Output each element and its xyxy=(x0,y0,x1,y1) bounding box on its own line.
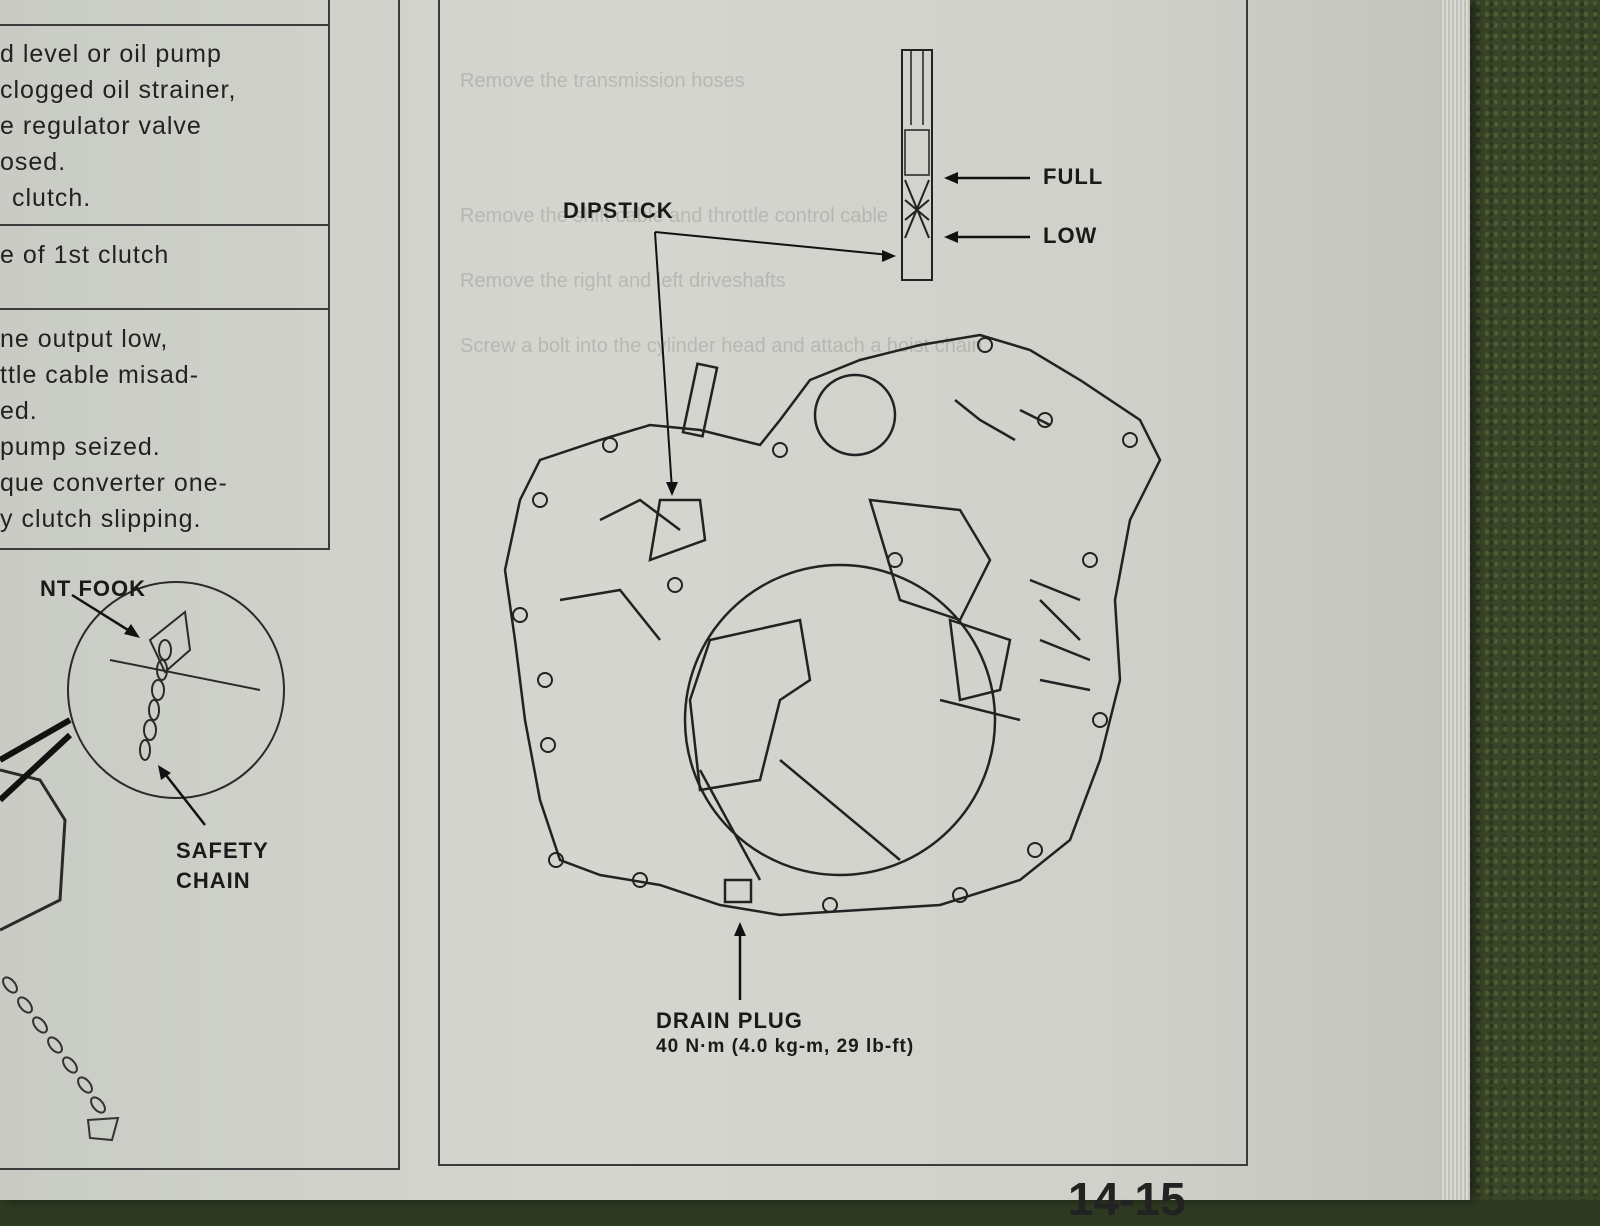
safety-chain-label: CHAIN xyxy=(176,868,251,893)
table-cell-text: ed. xyxy=(0,397,38,425)
manual-page: Remove the transmission hoses Remove the… xyxy=(0,0,1470,1225)
table-cell-text: pump seized. xyxy=(0,433,161,461)
table-cell-text: d level or oil pump xyxy=(0,40,222,68)
table-row xyxy=(0,224,328,310)
table-row xyxy=(0,24,328,226)
dipstick-detail xyxy=(901,49,1030,281)
table-cell-text: ttle cable misad- xyxy=(0,361,200,389)
page-edge xyxy=(1440,0,1470,1200)
troubleshooting-table xyxy=(0,0,330,550)
safety-chain-label: SAFETY xyxy=(176,838,269,863)
transmission-case xyxy=(503,333,1162,917)
table-cell-text: que converter one- xyxy=(0,469,228,497)
table-cell-text: osed. xyxy=(0,148,67,176)
transmission-illustration xyxy=(503,49,1162,1000)
dipstick-label: DIPSTICK xyxy=(563,198,674,223)
right-panel-frame xyxy=(438,0,1248,1166)
table-row xyxy=(0,0,328,26)
hook-label: NT FOOK xyxy=(40,576,146,601)
page-number: 14-15 xyxy=(1068,1173,1186,1225)
left-panel-frame xyxy=(0,0,400,1170)
safety-chain-illustration xyxy=(0,581,285,1142)
table-cell-text: clogged oil strainer, xyxy=(0,76,237,104)
table-cell-text: clutch. xyxy=(12,184,92,212)
low-level-label: LOW xyxy=(1043,223,1098,248)
table-cell-text: ne output low, xyxy=(0,325,169,353)
table-cell-text: y clutch slipping. xyxy=(0,505,202,533)
full-level-label: FULL xyxy=(1043,164,1104,189)
drain-plug-torque-label: 40 N·m (4.0 kg-m, 29 lb-ft) xyxy=(656,1036,915,1057)
drain-plug-label: DRAIN PLUG xyxy=(656,1008,803,1033)
table-cell-text: e of 1st clutch xyxy=(0,241,170,269)
table-cell-text: e regulator valve xyxy=(0,112,202,140)
